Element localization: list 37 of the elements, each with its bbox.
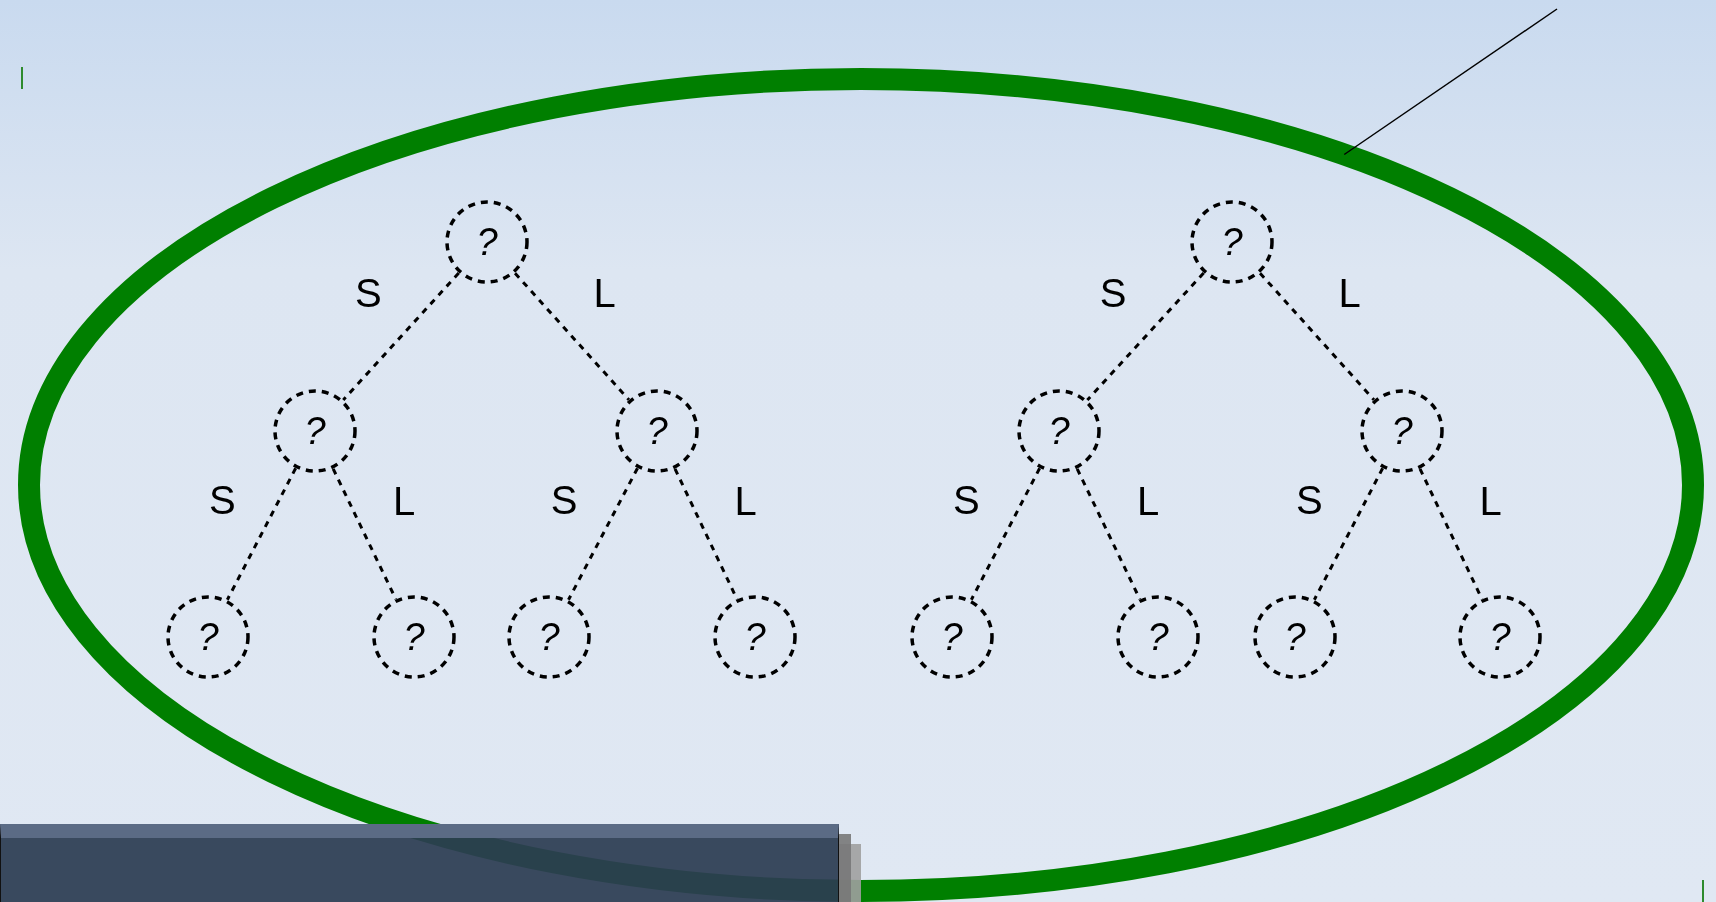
tree-node-circle: ?	[1017, 389, 1101, 473]
edge-label: L	[393, 480, 416, 521]
tree-node-circle: ?	[445, 200, 529, 284]
edge-label: S	[953, 479, 980, 520]
edge-label: L	[1338, 273, 1361, 314]
tree-node-circle: ?	[910, 595, 994, 679]
dashed-branch-line	[226, 467, 297, 601]
tree-node-circle: ?	[372, 595, 456, 679]
edge-label: L	[734, 481, 757, 522]
edge-label: L	[1137, 480, 1160, 521]
tree-node-circle: ?	[1253, 595, 1337, 679]
tree-node-circle: ?	[615, 389, 699, 473]
edge-label: S	[355, 272, 382, 313]
tree-node-circle: ?	[1360, 389, 1444, 473]
edge-label: L	[593, 273, 616, 314]
tree-node-circle: ?	[273, 389, 357, 473]
tree-node-circle: ?	[166, 595, 250, 679]
tree-node-circle: ?	[713, 595, 797, 679]
dashed-branch-line	[513, 272, 631, 401]
edge-label: S	[1099, 272, 1127, 313]
edge-label: L	[1479, 481, 1502, 522]
edge-label: S	[1296, 479, 1323, 520]
tree-node-circle: ?	[1190, 200, 1274, 284]
edge-label: S	[550, 479, 578, 520]
leader-line	[1343, 8, 1558, 156]
dashed-branch-line	[567, 467, 639, 601]
edge-label: S	[209, 479, 236, 520]
tree-node-circle: ?	[1458, 595, 1542, 679]
tree-node-circle: ?	[507, 595, 591, 679]
dashed-branch-line	[331, 468, 398, 600]
tree-node-circle: ?	[1116, 595, 1200, 679]
dashed-branch-line	[1313, 467, 1384, 601]
dashed-branch-line	[970, 467, 1041, 601]
dashed-branch-line	[1258, 272, 1376, 401]
dashed-branch-line	[1086, 271, 1205, 402]
dashed-branch-line	[342, 272, 460, 401]
dashed-branch-line	[1075, 468, 1142, 600]
